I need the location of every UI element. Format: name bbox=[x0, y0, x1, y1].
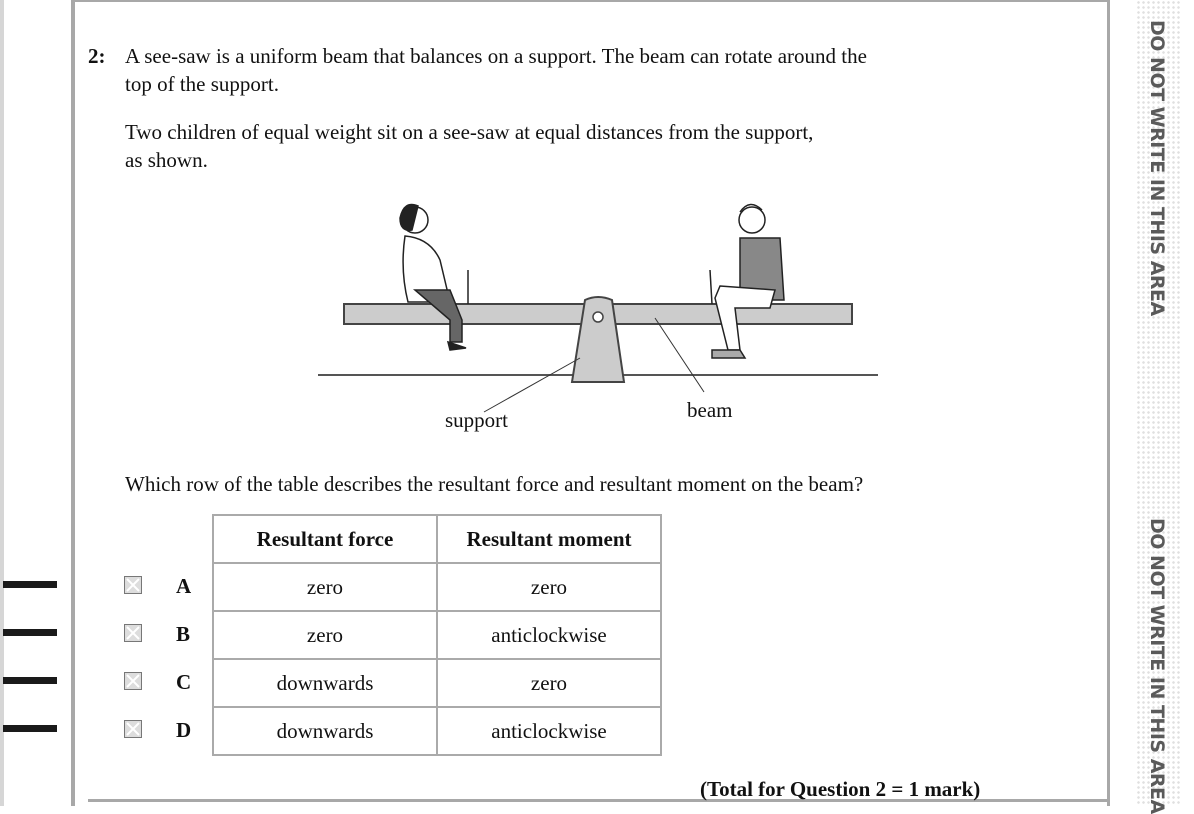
no-write-margin bbox=[1136, 0, 1182, 806]
moment-cell: zero bbox=[436, 562, 662, 612]
option-letter-c: C bbox=[176, 670, 192, 694]
moment-cell: anticlockwise bbox=[436, 610, 662, 660]
question-prompt: Which row of the table describes the res… bbox=[125, 472, 864, 496]
timing-mark bbox=[3, 725, 57, 732]
boy-figure bbox=[709, 203, 785, 359]
force-cell: downwards bbox=[212, 658, 438, 708]
option-letter-b: B bbox=[176, 622, 191, 646]
timing-mark bbox=[3, 581, 57, 588]
timing-mark bbox=[3, 677, 57, 684]
answer-checkbox-b[interactable] bbox=[124, 624, 142, 642]
support bbox=[570, 296, 626, 383]
header-resultant-moment: Resultant moment bbox=[436, 514, 662, 564]
question-paragraph: Two children of equal weight sit on a se… bbox=[125, 120, 814, 144]
support-label: support bbox=[445, 408, 508, 432]
beam-label: beam bbox=[687, 398, 733, 422]
margin-warning: DO NOT WRITE IN THIS AREA bbox=[1146, 20, 1168, 316]
answer-checkbox-d[interactable] bbox=[124, 720, 142, 738]
total-marks: (Total for Question 2 = 1 mark) bbox=[700, 777, 981, 801]
question-paragraph-2: as shown. bbox=[125, 148, 208, 172]
option-letter-d: D bbox=[176, 718, 192, 742]
page-border-bottom bbox=[88, 799, 1110, 802]
page-border-left bbox=[71, 0, 75, 806]
question-intro-2: top of the support. bbox=[125, 72, 279, 96]
page-border-top bbox=[75, 0, 1110, 2]
girl-figure bbox=[399, 203, 469, 351]
support-pointer bbox=[483, 357, 581, 413]
margin-warning: DO NOT WRITE IN THIS AREA bbox=[1146, 518, 1168, 814]
answer-checkbox-c[interactable] bbox=[124, 672, 142, 690]
table-header-row: Resultant force Resultant moment bbox=[212, 514, 662, 564]
left-margin-strip bbox=[0, 0, 4, 806]
force-cell: downwards bbox=[212, 706, 438, 756]
question-intro: A see-saw is a uniform beam that balance… bbox=[125, 44, 867, 68]
see-saw-diagram bbox=[318, 203, 878, 413]
force-cell: zero bbox=[212, 562, 438, 612]
moment-cell: anticlockwise bbox=[436, 706, 662, 756]
header-resultant-force: Resultant force bbox=[212, 514, 438, 564]
beam-pointer bbox=[654, 317, 705, 393]
page-border-right bbox=[1107, 0, 1110, 806]
option-letter-a: A bbox=[176, 574, 192, 598]
moment-cell: zero bbox=[436, 658, 662, 708]
force-cell: zero bbox=[212, 610, 438, 660]
answer-checkbox-a[interactable] bbox=[124, 576, 142, 594]
timing-mark bbox=[3, 629, 57, 636]
pivot bbox=[592, 311, 604, 323]
question-number: 2: bbox=[88, 44, 106, 68]
